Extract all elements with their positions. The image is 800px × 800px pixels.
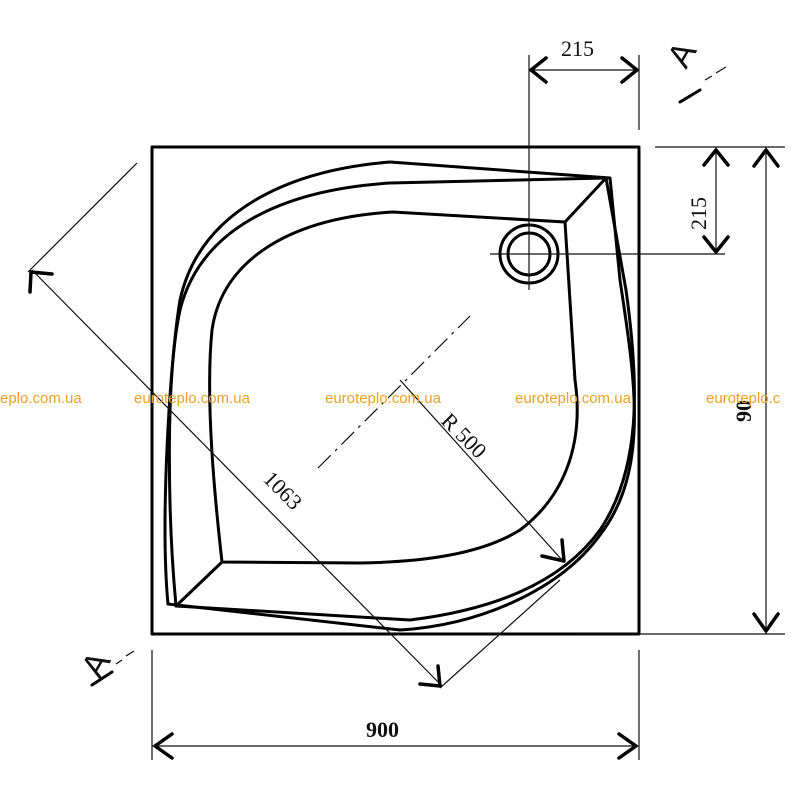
section-line-bottom-1 bbox=[90, 670, 114, 687]
dim-diagonal-ext bbox=[27, 162, 138, 273]
chamfer-bottom-left bbox=[174, 560, 224, 608]
dim-top-arrow-right bbox=[620, 56, 639, 84]
section-line-top-2 bbox=[704, 75, 713, 81]
dim-top-label: 215 bbox=[561, 36, 594, 61]
watermark: euroteplo.com.ua bbox=[134, 390, 251, 407]
section-marker-bottom: A bbox=[74, 645, 118, 684]
dim-bottom-arrow-right bbox=[617, 732, 638, 760]
section-line-bottom-3 bbox=[125, 650, 135, 657]
dim-bottom-arrow-left bbox=[153, 732, 174, 760]
dim-diagonal-arrow-top bbox=[28, 270, 54, 294]
watermark: euroteplo.c bbox=[706, 390, 781, 407]
watermark: euroteplo.com.ua bbox=[515, 390, 632, 407]
section-line-bottom-2 bbox=[115, 659, 123, 665]
dim-right-small-arrow-bottom bbox=[702, 235, 730, 254]
dim-right-big-label: 90 bbox=[731, 400, 756, 422]
dim-right-small-arrow-top bbox=[702, 148, 730, 167]
dim-right-big-arrow-top bbox=[752, 148, 780, 168]
watermark: eplo.com.ua bbox=[0, 390, 82, 407]
section-line-top-3 bbox=[715, 66, 727, 74]
section-marker-top: A bbox=[660, 35, 704, 74]
dim-radius-label: R 500 bbox=[436, 408, 491, 463]
dim-diagonal-arrow-bottom bbox=[418, 664, 442, 688]
dim-bottom-label: 900 bbox=[366, 717, 399, 742]
center-axis-line bbox=[317, 315, 471, 469]
dim-right-big-arrow-bottom bbox=[752, 612, 780, 633]
dim-right-small-label: 215 bbox=[686, 197, 711, 230]
watermark: euroteplo.com.ua bbox=[325, 390, 442, 407]
dim-diagonal-ext-bottom bbox=[439, 579, 561, 689]
dim-radius-arrow bbox=[540, 538, 566, 563]
dim-top-arrow-left bbox=[529, 56, 548, 84]
section-line-top-1 bbox=[678, 88, 702, 104]
basin-outline bbox=[208, 210, 579, 565]
dim-diagonal-line bbox=[31, 269, 443, 687]
tray-outline bbox=[150, 145, 641, 636]
chamfer-top-right bbox=[563, 176, 608, 224]
dim-radius-line bbox=[399, 379, 563, 561]
inner-rim-curve bbox=[167, 176, 636, 622]
